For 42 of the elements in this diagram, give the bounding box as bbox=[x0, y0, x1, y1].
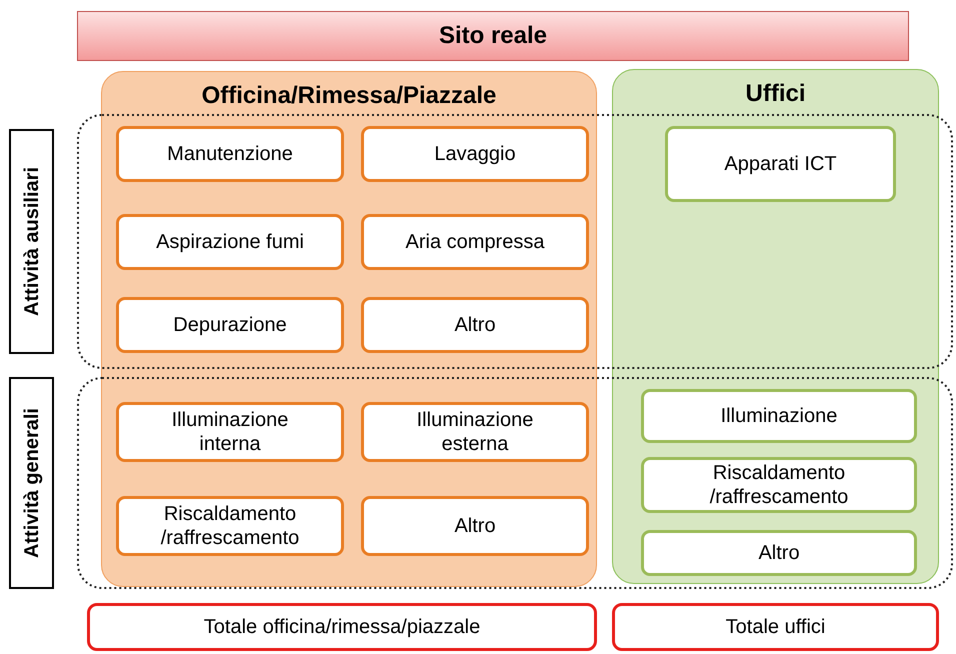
activity-label: Depurazione bbox=[172, 313, 288, 337]
section-panel bbox=[612, 69, 939, 584]
activity-box bbox=[641, 530, 917, 576]
total-label: Totale uffici bbox=[726, 615, 826, 639]
activity-box bbox=[665, 126, 896, 202]
activity-label: Riscaldamento /raffrescamento bbox=[708, 461, 850, 509]
activity-label: Lavaggio bbox=[433, 142, 517, 166]
activity-label: Altro bbox=[453, 514, 497, 538]
activity-label: Altro bbox=[453, 313, 497, 337]
category-box bbox=[9, 129, 54, 354]
activity-box bbox=[361, 496, 589, 556]
banner-title: Sito reale bbox=[438, 22, 548, 50]
total-box bbox=[87, 603, 597, 651]
title-banner bbox=[77, 11, 909, 61]
activity-box bbox=[641, 389, 917, 443]
activity-label: Apparati ICT bbox=[723, 152, 838, 176]
section-title: Uffici bbox=[746, 80, 806, 109]
section-panel bbox=[101, 71, 597, 587]
activity-box bbox=[116, 402, 344, 462]
activity-box bbox=[116, 214, 344, 270]
total-box bbox=[612, 603, 939, 651]
category-label: Attività generali bbox=[20, 408, 44, 558]
activity-label: Illuminazione esterna bbox=[416, 408, 534, 456]
total-label: Totale officina/rimessa/piazzale bbox=[204, 615, 480, 639]
activity-box bbox=[116, 496, 344, 556]
activity-label: Illuminazione bbox=[720, 404, 838, 428]
activity-box bbox=[641, 457, 917, 513]
category-box bbox=[9, 377, 54, 589]
activity-label: Altro bbox=[757, 541, 801, 565]
activity-label: Riscaldamento /raffrescamento bbox=[160, 502, 300, 550]
activity-box bbox=[116, 297, 344, 353]
section-title: Officina/Rimessa/Piazzale bbox=[202, 82, 496, 111]
activity-box bbox=[361, 297, 589, 353]
activity-box bbox=[361, 214, 589, 270]
activity-box bbox=[116, 126, 344, 182]
activity-box bbox=[361, 126, 589, 182]
category-label: Attività ausiliari bbox=[20, 167, 44, 316]
activity-label: Manutenzione bbox=[166, 142, 294, 166]
activity-label: Aspirazione fumi bbox=[155, 230, 305, 254]
activity-label: Illuminazione interna bbox=[170, 408, 290, 456]
activity-label: Aria compressa bbox=[404, 230, 546, 254]
activity-box bbox=[361, 402, 589, 462]
